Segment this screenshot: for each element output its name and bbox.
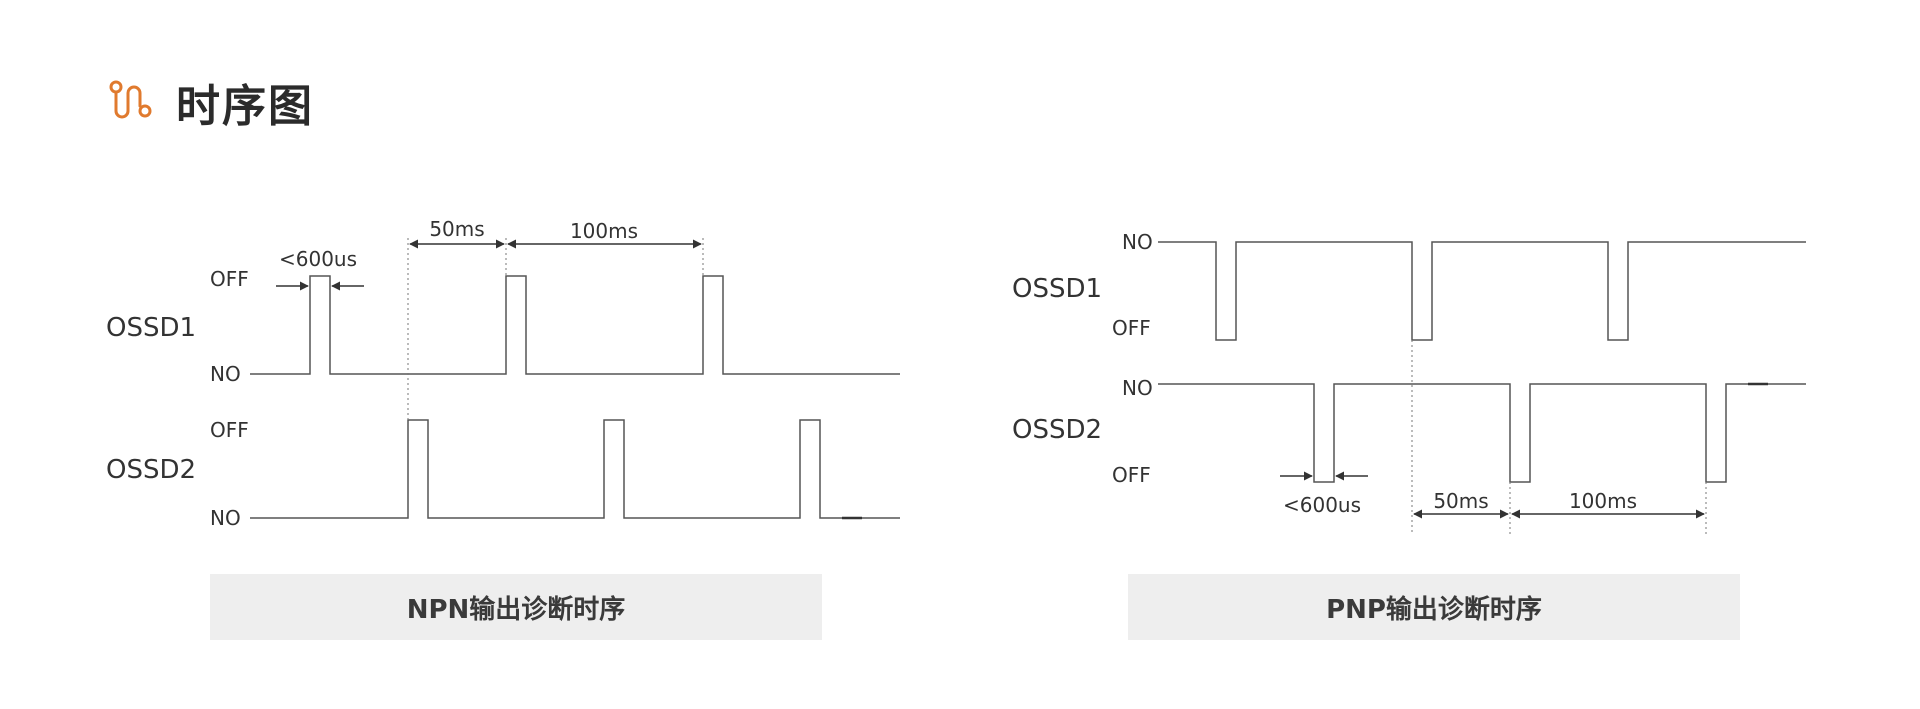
npn-ossd2-label: OSSD2	[106, 455, 196, 485]
npn-100ms-label: 100ms	[570, 219, 638, 243]
pnp-caption-text: PNP输出诊断时序	[1326, 594, 1542, 625]
npn-ossd2-off-label: OFF	[210, 418, 249, 442]
timing-icon	[109, 80, 152, 119]
pnp-ossd2-off-label: OFF	[1112, 463, 1151, 487]
page-header: 时序图	[108, 72, 314, 132]
npn-ossd1-label: OSSD1	[106, 313, 196, 343]
pnp-timing-diagram: NO OFF NO OFF OSSD1 OSSD2 <600us 50ms 10…	[1012, 230, 1806, 534]
npn-ossd2-waveform	[250, 419, 900, 519]
npn-50ms-label: 50ms	[429, 217, 484, 241]
npn-ossd2-no-label: NO	[210, 506, 241, 530]
pnp-ossd2-no-label: NO	[1122, 376, 1153, 400]
pnp-ossd1-waveform	[1158, 241, 1806, 341]
page-title: 时序图	[176, 81, 314, 132]
pnp-ossd2-waveform	[1158, 383, 1806, 483]
pnp-pulse-width-label: <600us	[1283, 493, 1361, 517]
pnp-ossd1-off-label: OFF	[1112, 316, 1151, 340]
pnp-caption: PNP输出诊断时序	[1128, 574, 1740, 640]
pnp-ossd1-label: OSSD1	[1012, 274, 1102, 304]
npn-caption: NPN输出诊断时序	[210, 574, 822, 640]
npn-caption-text: NPN输出诊断时序	[406, 594, 626, 625]
pnp-50ms-label: 50ms	[1433, 489, 1488, 513]
npn-ossd1-waveform	[250, 275, 900, 375]
npn-pulse-width-label: <600us	[279, 247, 357, 271]
npn-timing-diagram: OFF NO OFF NO OSSD1 OSSD2 <600us 50ms 10…	[106, 217, 900, 530]
pnp-100ms-label: 100ms	[1569, 489, 1637, 513]
pnp-ossd2-label: OSSD2	[1012, 415, 1102, 445]
pnp-ossd1-no-label: NO	[1122, 230, 1153, 254]
npn-ossd1-no-label: NO	[210, 362, 241, 386]
npn-ossd1-off-label: OFF	[210, 267, 249, 291]
